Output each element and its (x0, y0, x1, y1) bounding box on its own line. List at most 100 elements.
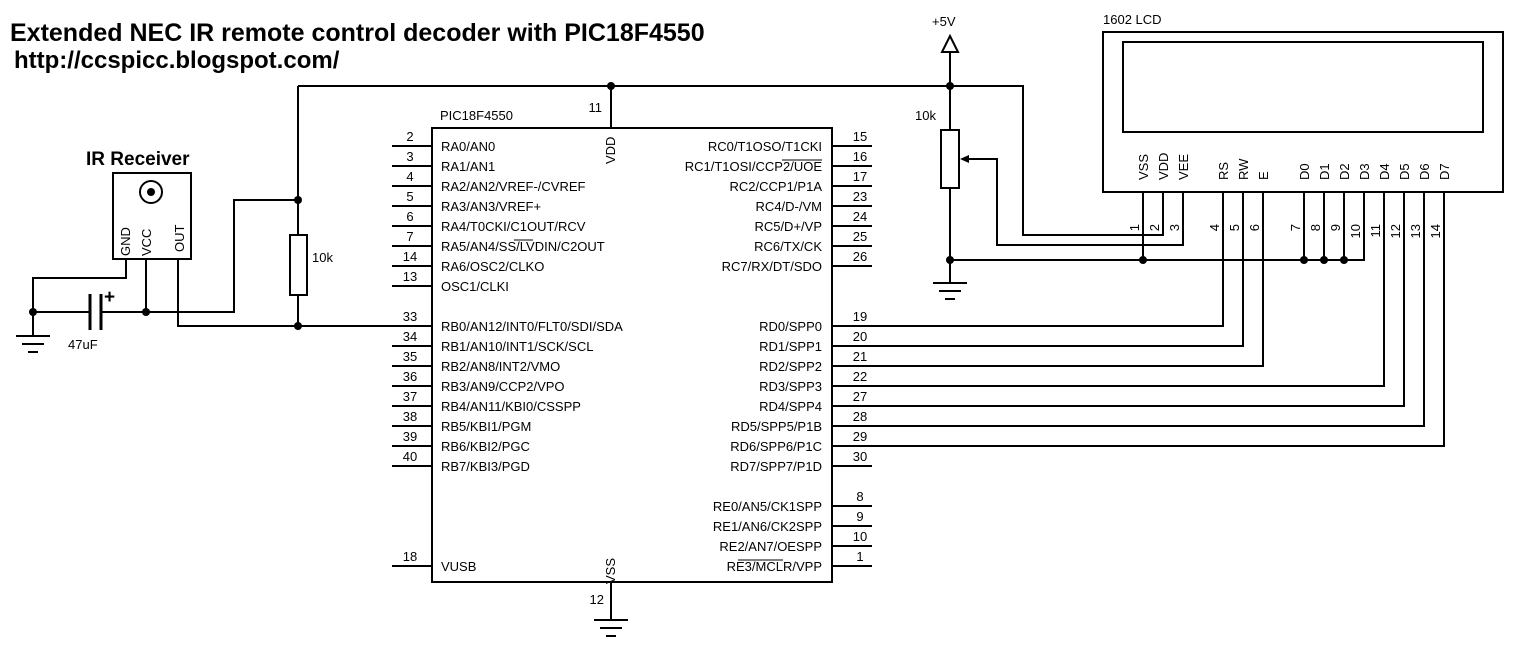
ir-receiver-title: IR Receiver (86, 149, 190, 170)
lcd-pin-num: 9 (1328, 224, 1343, 231)
mcu-left-pin-num: 34 (403, 329, 417, 344)
lcd-pin-label: D0 (1297, 163, 1312, 180)
lcd-pin-label: D1 (1317, 163, 1332, 180)
mcu-right-pin-num: 16 (853, 149, 867, 164)
mcu-left-pin-label: RB7/KBI3/PGD (441, 459, 530, 474)
mcu-left-pin-label: RB2/AN8/INT2/VMO (441, 359, 560, 374)
mcu-right-pin-label: RD4/SPP4 (759, 399, 822, 414)
mcu-right-pin-label: RD5/SPP5/P1B (731, 419, 822, 434)
mcu-right-pin-label: RD7/SPP7/P1D (730, 459, 822, 474)
mcu-left-pin-num: 6 (406, 209, 413, 224)
capacitor-polarity: + (104, 287, 115, 308)
ir-out-wire (177, 259, 392, 327)
lcd-screen (1122, 41, 1484, 133)
mcu-right-pin-label: RE1/AN6/CK2SPP (713, 519, 822, 534)
mcu-right-pin-num: 20 (853, 329, 867, 344)
lcd-pin-label: VDD (1156, 153, 1171, 180)
pot-wiper-wire (969, 158, 1184, 246)
mcu-left-pin-num: 3 (406, 149, 413, 164)
mcu-right-pin-num: 1 (856, 549, 863, 564)
mcu-right-pin-label: RD3/SPP3 (759, 379, 822, 394)
mcu-left-pin-label: RB4/AN11/KBI0/CSSPP (441, 399, 581, 414)
mcu-right-pin-num: 23 (853, 189, 867, 204)
lcd-pin-num: 10 (1348, 224, 1363, 238)
mcu-right-pin-label: RE2/AN7/OESPP (719, 539, 822, 554)
capacitor-label: 47uF (68, 337, 98, 352)
lcd-pin-num: 5 (1227, 224, 1242, 231)
mcu-left-pins: 2RA0/AN03RA1/AN14RA2/AN2/VREF-/CVREF5RA3… (392, 129, 623, 574)
ir-lens-icon (139, 180, 163, 204)
mcu-left-pin-num: 40 (403, 449, 417, 464)
mcu-left-pin-num: 2 (406, 129, 413, 144)
lcd-name: 1602 LCD (1103, 12, 1162, 27)
junction-d0 (1300, 256, 1308, 264)
lcd-pin-num: 4 (1207, 224, 1222, 231)
ir-pin-gnd: GND (118, 227, 133, 256)
mcu-right-pin-num: 24 (853, 209, 867, 224)
resistor-body (289, 234, 308, 296)
mcu-left-pin-label: VUSB (441, 559, 476, 574)
junction-vdd (607, 82, 615, 90)
wire-rd6-d7 (872, 212, 1445, 447)
lcd-pin-num: 8 (1308, 224, 1323, 231)
mcu-left-pin-label: RA3/AN3/VREF+ (441, 199, 541, 214)
junction-d2 (1340, 256, 1348, 264)
mcu-left-pin-num: 18 (403, 549, 417, 564)
mcu-left-pin-label: RA4/T0CKI/C1OUT/RCV (441, 219, 586, 234)
blog-url: http://ccspicc.blogspot.com/ (14, 47, 340, 74)
mcu-right-pin-label: RC1/T1OSI/CCP2/UOE (685, 159, 823, 174)
wire-rd3-d4 (872, 212, 1385, 387)
lcd-gnd-bus (950, 212, 1365, 261)
ir-lens-center-icon (147, 188, 155, 196)
mcu-left-pin-label: RB5/KBI1/PGM (441, 419, 531, 434)
lcd-pin-num: 14 (1428, 224, 1443, 238)
cap-right-wire (101, 199, 298, 313)
lcd-pin-label: VSS (1136, 154, 1151, 180)
mcu-left-pin-label: RA2/AN2/VREF-/CVREF (441, 179, 586, 194)
page-title: Extended NEC IR remote control decoder w… (10, 19, 705, 47)
lcd-pin-num: 2 (1147, 224, 1162, 231)
junction-cap-vcc (142, 308, 150, 316)
ir-pin-vcc: VCC (139, 229, 154, 256)
mcu-right-pin-num: 27 (853, 389, 867, 404)
mcu-right-pin-num: 19 (853, 309, 867, 324)
lcd-pin-label: E (1256, 171, 1271, 180)
mcu-right-pin-label: RE3/MCLR/VPP (727, 559, 822, 574)
mcu-left-pin-num: 37 (403, 389, 417, 404)
ir-pin-out: OUT (172, 225, 187, 253)
lcd-pin-num: 13 (1408, 224, 1423, 238)
mcu-vdd-label: VDD (603, 137, 618, 164)
mcu-right-pin-num: 10 (853, 529, 867, 544)
lcd-pin-label: D4 (1377, 163, 1392, 180)
wire-rd2-e (872, 212, 1264, 367)
mcu-right-pin-label: RC7/RX/DT/SDO (722, 259, 822, 274)
mcu-left-pin-num: 36 (403, 369, 417, 384)
mcu-left-pin-label: RA0/AN0 (441, 139, 495, 154)
ground-icon (16, 312, 50, 353)
mcu-right-pin-num: 15 (853, 129, 867, 144)
mcu-right-pin-num: 25 (853, 229, 867, 244)
ir-receiver-body (112, 172, 192, 260)
mcu-left-pin-label: RA6/OSC2/CLKO (441, 259, 544, 274)
mcu-right-pin-label: RC2/CCP1/P1A (730, 179, 823, 194)
mcu-left-pin-num: 39 (403, 429, 417, 444)
mcu-right-pin-label: RC4/D-/VM (756, 199, 822, 214)
junction-d1 (1320, 256, 1328, 264)
mcu-left-pin-num: 13 (403, 269, 417, 284)
lcd-pin-label: RS (1216, 162, 1231, 180)
lcd-pins: VSS1VDD2VEE3RS4RW5E6D07D18D29D310D411D51… (1127, 153, 1452, 239)
lcd-pin-num: 11 (1368, 224, 1383, 238)
mcu-right-pin-num: 29 (853, 429, 867, 444)
mcu-right-pin-label: RC6/TX/CK (754, 239, 822, 254)
mcu-left-pin-num: 7 (406, 229, 413, 244)
wire-rd0-rs (872, 212, 1224, 327)
mcu-left-pin-label: RB3/AN9/CCP2/VPO (441, 379, 565, 394)
lcd-pin-num: 12 (1388, 224, 1403, 238)
lcd-pin-label: VEE (1176, 154, 1191, 180)
resistor-label: 10k (312, 250, 333, 265)
mcu-right-pin-label: RD6/SPP6/P1C (730, 439, 822, 454)
lcd-pin-label: D5 (1397, 163, 1412, 180)
mcu-left-pin-num: 4 (406, 169, 413, 184)
ground-icon (933, 282, 967, 300)
vcc-arrow-icon (940, 33, 960, 53)
